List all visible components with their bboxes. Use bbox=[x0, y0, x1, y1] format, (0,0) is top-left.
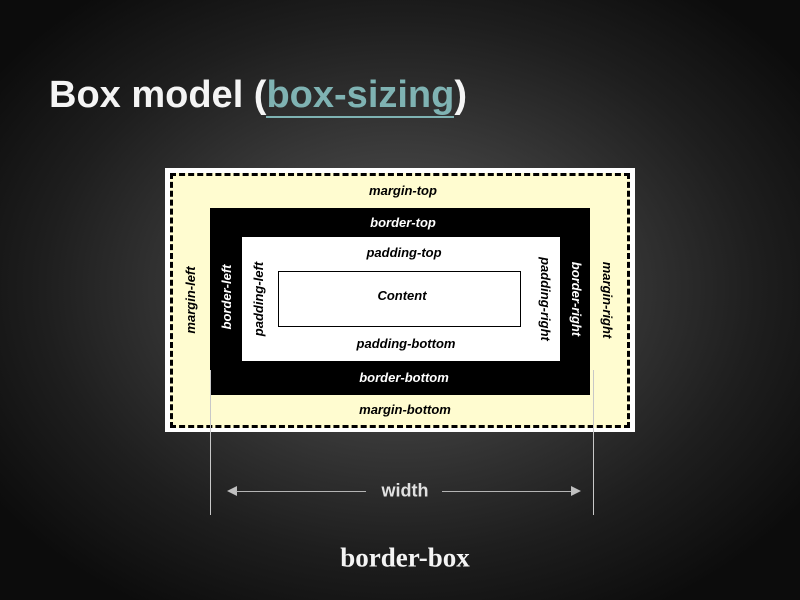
width-line-right bbox=[442, 491, 572, 492]
padding-bottom-label: padding-bottom bbox=[356, 336, 456, 351]
margin-bottom-label: margin-bottom bbox=[359, 402, 451, 417]
box-sizing-caption: border-box bbox=[340, 542, 470, 573]
border-bottom-label: border-bottom bbox=[359, 370, 449, 385]
title-suffix: ) bbox=[454, 74, 468, 116]
margin-top-label: margin-top bbox=[369, 183, 437, 198]
padding-left-label: padding-left bbox=[251, 261, 266, 337]
content-label: Content bbox=[377, 288, 427, 303]
slide-title: Box model (box-sizing) bbox=[49, 72, 467, 118]
padding-top-label: padding-top bbox=[366, 245, 442, 260]
width-guide-left bbox=[210, 370, 211, 515]
border-top-label: border-top bbox=[370, 215, 436, 230]
width-label: width bbox=[381, 480, 429, 501]
width-guide-right bbox=[593, 370, 594, 515]
arrow-left-icon bbox=[227, 486, 237, 496]
margin-right-label: margin-right bbox=[600, 261, 615, 339]
arrow-right-icon bbox=[571, 486, 581, 496]
title-prefix: Box model ( bbox=[49, 74, 267, 116]
box-sizing-link[interactable]: box-sizing bbox=[266, 74, 455, 118]
margin-left-label: margin-left bbox=[183, 266, 198, 334]
width-line-left bbox=[236, 491, 366, 492]
border-right-label: border-right bbox=[569, 261, 584, 337]
padding-right-label: padding-right bbox=[538, 257, 553, 341]
content-area bbox=[278, 271, 521, 327]
border-left-label: border-left bbox=[219, 264, 234, 330]
